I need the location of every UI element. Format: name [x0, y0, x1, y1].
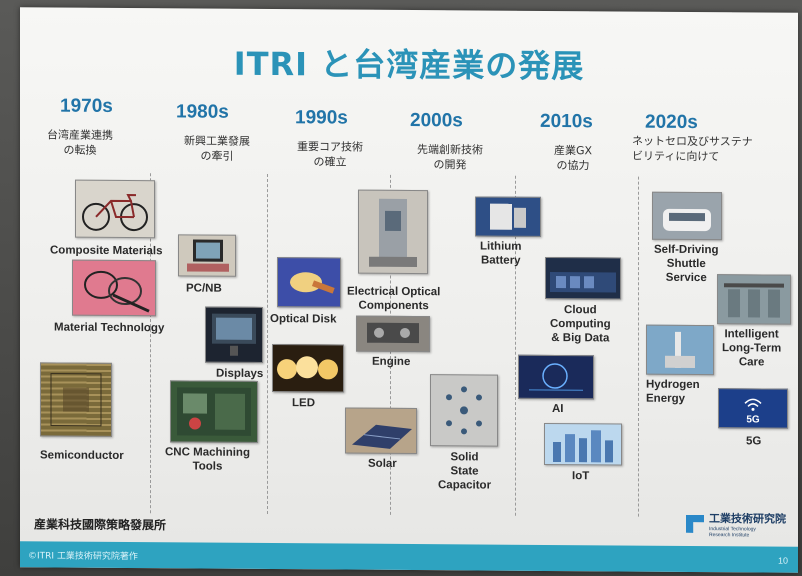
- electrical-optical-components-label: Electrical Optical Components: [347, 285, 440, 314]
- led-label: LED: [292, 397, 315, 410]
- iltc-label-line: Long-Term: [722, 342, 782, 355]
- logo-name: 工業技術研究院: [709, 512, 786, 526]
- ssc-label-line: Capacitor: [438, 479, 492, 492]
- engine-image: [356, 315, 430, 353]
- itri-logo-icon: [686, 515, 704, 533]
- era-subtitle-1990s: 重要コア技術 の確立: [275, 139, 385, 170]
- sds-label-line: Shuttle: [666, 257, 706, 271]
- ssc-label-line: Solid: [450, 451, 479, 464]
- decade-2020s: 2020s: [645, 111, 698, 134]
- lithium-battery-image: [475, 196, 541, 237]
- eoc-label-line: Electrical Optical: [347, 285, 441, 299]
- solar-label: Solar: [368, 457, 397, 470]
- presentation-slide: ITRI と台湾産業の発展 1970s 1980s 1990s 2000s 20…: [20, 7, 798, 573]
- decade-2000s: 2000s: [410, 110, 463, 132]
- era-divider: [638, 176, 639, 517]
- pc-nb-label: PC/NB: [186, 282, 222, 295]
- hydrogen-label-line: Hydrogen: [646, 378, 700, 392]
- cnc-machine-image: [170, 380, 258, 443]
- era-subtitle-2010s: 産業GX の協力: [518, 143, 628, 174]
- optical-disk-image: [277, 257, 341, 308]
- lithium-label-line: Battery: [480, 254, 521, 267]
- iltc-label-line: Care: [738, 356, 765, 369]
- cloud-computing-image: [545, 256, 621, 300]
- sds-label-line: Service: [665, 271, 707, 285]
- ai-image: [518, 354, 594, 400]
- fiveg-icon-text: 5G: [746, 414, 760, 425]
- electrical-optical-components-image: [358, 189, 428, 275]
- ai-label: AI: [552, 402, 564, 416]
- tennis-racket-image: [72, 259, 156, 317]
- era-divider: [267, 174, 268, 515]
- self-driving-shuttle-image: [652, 191, 722, 241]
- semiconductor-label: Semiconductor: [40, 449, 124, 463]
- ssc-label-line: State: [450, 465, 479, 478]
- semiconductor-chip-image: [40, 362, 112, 437]
- institute-name: 産業科技國際策略發展所: [34, 517, 167, 533]
- era-subtitle-1970s: 台湾産業連携 の転換: [25, 127, 135, 158]
- decade-1980s: 1980s: [176, 101, 229, 123]
- decade-1990s: 1990s: [295, 107, 348, 129]
- slide-title: ITRI と台湾産業の発展: [233, 44, 585, 86]
- hydrogen-label-line: Energy: [646, 392, 685, 405]
- led-image: [272, 344, 344, 393]
- era-subtitle-line: の牽引: [200, 149, 234, 163]
- sds-label-line: Self-Driving: [654, 243, 719, 257]
- era-subtitle-line: の確立: [313, 155, 347, 169]
- fiveg-image: 5G: [718, 388, 788, 429]
- era-subtitle-line: の協力: [556, 159, 590, 173]
- copyright-text: ©ITRI 工業技術研究院著作: [28, 551, 138, 563]
- iltc-label-line: Intelligent: [724, 328, 779, 341]
- solar-panel-image: [345, 407, 417, 455]
- lithium-label-line: Lithium: [480, 240, 522, 253]
- era-subtitle-1980s: 新興工業發展 の牽引: [162, 133, 272, 164]
- logo-en-line: Research Institute: [709, 532, 750, 539]
- cnc-label: CNC Machining Tools: [165, 445, 250, 474]
- composite-materials-label: Composite Materials: [50, 244, 163, 258]
- itri-logo: 工業技術研究院 Industrial Technology Research I…: [686, 510, 786, 539]
- displays-label: Displays: [216, 367, 264, 380]
- era-subtitle-line: 新興工業發展: [184, 134, 250, 148]
- bicycle-image: [75, 179, 155, 239]
- iot-image: [544, 422, 622, 466]
- cloud-computing-label: Cloud Computing & Big Data: [550, 303, 611, 345]
- displays-image: [205, 306, 263, 363]
- era-subtitle-line: 重要コア技術: [297, 140, 363, 154]
- cnc-label-line: Tools: [192, 460, 223, 473]
- hydrogen-energy-label: Hydrogen Energy: [646, 378, 700, 406]
- decade-1970s: 1970s: [60, 95, 113, 117]
- fiveg-label: 5G: [746, 435, 762, 448]
- era-subtitle-line: ビリティに向けて: [632, 149, 720, 164]
- cloud-label-line: Computing: [550, 317, 611, 331]
- cloud-label-line: & Big Data: [551, 331, 610, 345]
- era-subtitle-line: の開発: [433, 158, 467, 172]
- era-subtitle-line: の転換: [63, 143, 97, 157]
- material-technology-label: Material Technology: [54, 321, 165, 335]
- era-subtitle-2000s: 先端創新技術 の開発: [395, 142, 505, 173]
- cloud-label-line: Cloud: [564, 304, 597, 317]
- self-driving-shuttle-label: Self-Driving Shuttle Service: [654, 243, 719, 285]
- pc-notebook-image: [178, 234, 236, 277]
- lithium-battery-label: Lithium Battery: [480, 239, 522, 267]
- cnc-label-line: CNC Machining: [165, 446, 250, 459]
- solid-state-capacitor-label: Solid State Capacitor: [438, 450, 491, 492]
- solid-state-capacitor-image: [430, 374, 498, 447]
- intelligent-care-label: Intelligent Long-Term Care: [722, 327, 781, 369]
- eoc-label-line: Components: [358, 299, 429, 313]
- era-subtitle-line: 産業GX: [553, 144, 593, 158]
- intelligent-care-image: [717, 274, 791, 325]
- footer-bar: ©ITRI 工業技術研究院著作 10: [20, 541, 798, 573]
- hydrogen-energy-image: [646, 324, 714, 376]
- era-subtitle-line: ネットセロ及びサステナ: [632, 134, 753, 149]
- era-subtitle-line: 先端創新技術: [417, 143, 483, 157]
- optical-disk-label: Optical Disk: [270, 313, 337, 326]
- page-number: 10: [777, 555, 788, 566]
- engine-label: Engine: [372, 355, 411, 369]
- era-subtitle-2020s: ネットセロ及びサステナ ビリティに向けて: [632, 134, 782, 165]
- era-subtitle-line: 台湾産業連携: [47, 128, 113, 142]
- iot-label: IoT: [572, 470, 590, 483]
- decade-2010s: 2010s: [540, 110, 593, 133]
